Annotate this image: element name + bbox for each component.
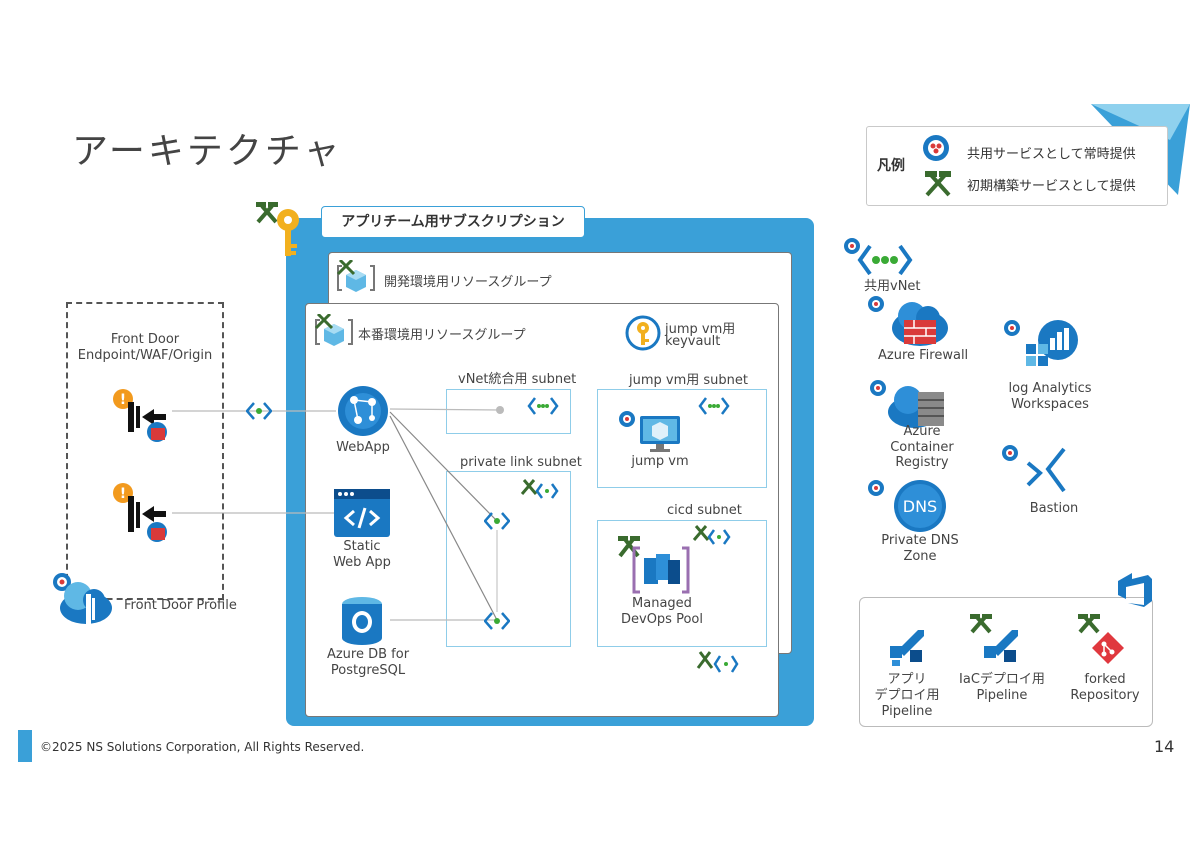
subnet-private-link — [446, 471, 571, 647]
hammer-subnet-icon — [520, 479, 559, 499]
iac-pipeline-label-line2: Pipeline — [976, 688, 1028, 703]
keyvault-label-line1: jump vm用 — [665, 322, 736, 337]
private-endpoint-icon — [484, 612, 510, 630]
subnet-label-jump-vm: jump vm用 subnet — [629, 373, 748, 388]
shared-vnet-label: 共用vNet — [864, 279, 921, 294]
subscription-label: アプリチーム用サブスクリプション — [321, 206, 585, 238]
bastion-icon — [1002, 445, 1066, 493]
subnet-label-vnet-integration: vNet統合用 subnet — [458, 372, 577, 387]
bastion-label: Bastion — [1029, 501, 1079, 516]
dev-rg-label: 開発環境用リソースグループ — [384, 275, 552, 290]
app-pipeline-icon — [890, 630, 924, 666]
azure-devops-icon — [1118, 573, 1152, 607]
postgresql-label-line2: PostgreSQL — [330, 663, 406, 678]
managed-devops-pool-label-line1: Managed — [632, 596, 692, 611]
private-endpoint-icon — [484, 512, 510, 530]
resource-group-icon — [314, 314, 353, 346]
subnet-icon — [527, 397, 559, 415]
hammer-tools-icon — [925, 171, 951, 197]
footer-copyright: ©2025 NS Solutions Corporation, All Righ… — [40, 740, 365, 754]
azure-firewall-label: Azure Firewall — [878, 348, 969, 363]
page-number: 14 — [1154, 737, 1175, 756]
static-web-app-label-line1: Static — [343, 539, 381, 554]
managed-devops-pool-label-line2: DevOps Pool — [621, 612, 703, 627]
subnet-label-private-link: private link subnet — [460, 455, 582, 470]
app-pipeline-label-line1: アプリ — [887, 672, 927, 687]
front-door-endpoint-icon: ! — [113, 483, 167, 542]
iac-pipeline-label-line1: IaCデプロイ用 — [959, 672, 1045, 687]
prod-rg-label: 本番環境用リソースグループ — [358, 328, 526, 343]
subnet-label-cicd: cicd subnet — [667, 503, 742, 518]
git-repository-icon — [1078, 614, 1124, 664]
jump-vm-icon — [619, 411, 680, 452]
svg-text:!: ! — [120, 392, 126, 408]
app-pipeline-label-line3: Pipeline — [881, 704, 933, 719]
static-web-app-label-line2: Web App — [333, 555, 391, 570]
legend-item-shared: 共用サービスとして常時提供 — [967, 147, 1136, 162]
page-title: アーキテクチャ — [72, 131, 343, 172]
front-door-profile-icon — [53, 573, 112, 624]
log-analytics-label-line2: Workspaces — [1011, 397, 1089, 412]
subnet-vnet-integration — [446, 389, 571, 434]
private-dns-zone-label-line1: Private DNS — [881, 533, 959, 548]
iac-pipeline-icon — [970, 614, 1018, 662]
log-analytics-icon — [1004, 320, 1078, 366]
container-registry-label-line1: Azure — [903, 424, 941, 439]
shared-vnet-icon — [844, 238, 913, 276]
webapp-icon — [338, 386, 388, 436]
front-door-endpoint-box — [66, 302, 224, 600]
log-analytics-label-line1: log Analytics — [1008, 381, 1092, 396]
keyvault-label-line2: keyvault — [665, 334, 721, 349]
front-door-label-line1: Front Door — [110, 332, 180, 347]
private-endpoint-icon — [246, 402, 272, 420]
legend-heading: 凡例 — [877, 158, 905, 174]
app-pipeline-label-line2: デプロイ用 — [874, 688, 940, 703]
webapp-label: WebApp — [336, 440, 390, 455]
shared-service-icon — [923, 135, 949, 161]
dns-icon-text: DNS — [903, 497, 937, 516]
azure-firewall-icon — [868, 296, 948, 346]
svg-text:!: ! — [120, 486, 126, 502]
front-door-label-line2: Endpoint/WAF/Origin — [77, 348, 213, 363]
jump-vm-label: jump vm — [631, 454, 689, 469]
subnet-icon — [698, 397, 730, 415]
git-repository-label-line2: Repository — [1070, 688, 1140, 703]
footer-accent-bar — [18, 730, 32, 762]
hammer-subnet-icon — [692, 525, 731, 545]
static-web-app-icon — [334, 489, 390, 537]
subnet-jump-vm — [597, 389, 767, 488]
keyvault-icon — [625, 315, 661, 351]
front-door-profile-label: Front Door Profile — [124, 598, 237, 613]
container-registry-label-line3: Registry — [895, 455, 949, 470]
git-repository-label-line1: forked — [1084, 672, 1126, 687]
hammer-subnet-icon — [696, 651, 739, 673]
front-door-endpoint-icon: ! — [113, 389, 167, 442]
container-registry-label-line2: Container — [890, 440, 954, 455]
legend-item-initial: 初期構築サービスとして提供 — [967, 179, 1136, 194]
private-dns-zone-icon: DNS — [868, 480, 946, 532]
private-dns-zone-label-line2: Zone — [903, 549, 937, 564]
managed-devops-pool-icon — [618, 536, 690, 594]
legend: 凡例 共用サービスとして常時提供 初期構築サービスとして提供 — [866, 126, 1168, 206]
resource-group-icon — [336, 260, 375, 292]
postgresql-icon — [342, 597, 382, 645]
hammer-key-icon — [256, 202, 299, 256]
container-registry-icon — [870, 380, 944, 428]
postgresql-label-line1: Azure DB for — [326, 647, 410, 662]
